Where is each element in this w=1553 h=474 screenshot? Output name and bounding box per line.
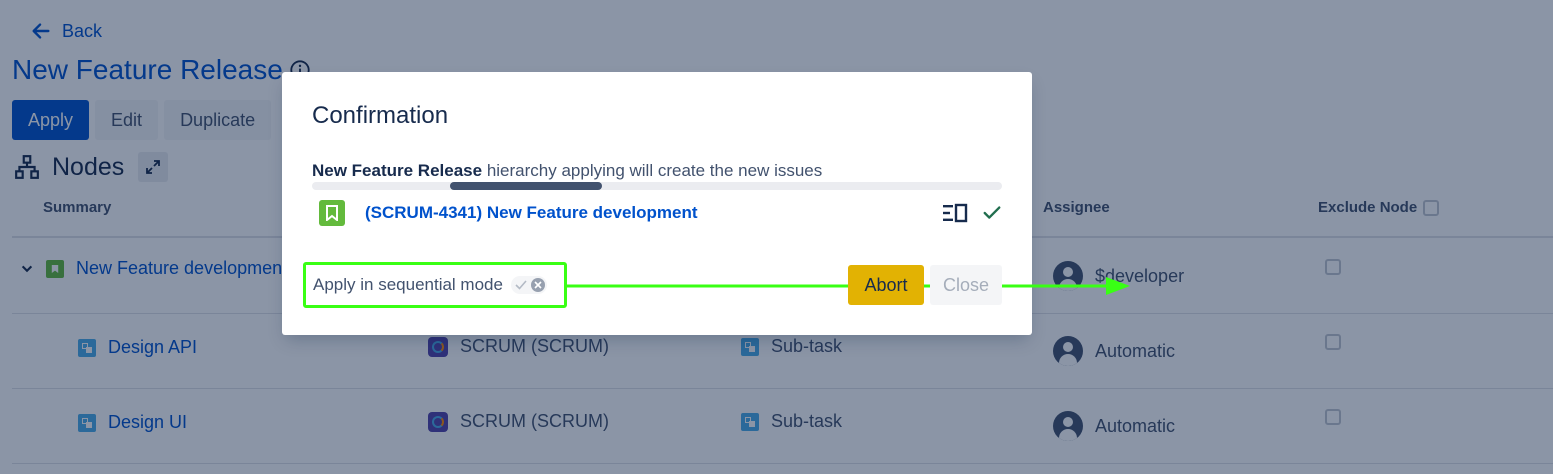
row-assignee-text: Automatic: [1095, 340, 1176, 361]
sequential-mode-toggle[interactable]: [510, 276, 547, 294]
user-avatar-icon: [1053, 411, 1083, 441]
duplicate-button[interactable]: Duplicate: [164, 100, 272, 140]
sequential-mode-highlight: Apply in sequential mode: [303, 262, 567, 308]
toggle-cross-icon: [530, 278, 545, 292]
row-type: Sub-task: [741, 411, 842, 432]
back-link-label: Back: [62, 20, 103, 41]
row-assignee: Automatic: [1053, 411, 1175, 441]
row-project: SCRUM (SCRUM): [428, 411, 609, 432]
details-panel-icon[interactable]: [942, 202, 968, 224]
page-title-text: New Feature Release: [12, 54, 283, 85]
issue-link[interactable]: (SCRUM-4341) New Feature development: [365, 203, 698, 222]
column-header-exclude-node-label: Exclude Node: [1318, 199, 1418, 216]
row-divider: [12, 388, 1553, 389]
user-avatar-icon: [1053, 336, 1083, 366]
row-divider: [12, 463, 1553, 464]
apply-button[interactable]: Apply: [12, 100, 90, 140]
exclude-node-checkbox[interactable]: [1325, 334, 1341, 350]
row-summary-link[interactable]: Design API: [108, 337, 198, 357]
row-assignee: Automatic: [1053, 336, 1175, 366]
dialog-title: Confirmation: [312, 102, 449, 129]
bookmark-icon: [46, 259, 64, 278]
exclude-node-checkbox[interactable]: [1325, 409, 1341, 425]
bookmark-icon: [319, 200, 345, 226]
subtask-icon: [741, 412, 759, 431]
check-icon: [515, 280, 527, 290]
row-project-text: SCRUM (SCRUM): [460, 336, 609, 356]
issue-actions: [942, 202, 1002, 224]
exclude-node-checkbox[interactable]: [1325, 259, 1341, 275]
nodes-heading: Nodes: [14, 152, 169, 182]
column-header-exclude-node: Exclude Node: [1318, 199, 1440, 216]
project-icon: [428, 336, 448, 357]
page-title: New Feature Release: [12, 54, 311, 86]
annotation-arrow: [566, 277, 1130, 295]
table-row: New Feature developmen: [20, 258, 282, 279]
subtask-icon: [78, 413, 96, 432]
close-button[interactable]: Close: [930, 265, 1002, 305]
abort-button[interactable]: Abort: [848, 265, 924, 305]
confirmation-dialog: Confirmation New Feature Release hierarc…: [282, 72, 1130, 335]
expand-button[interactable]: [138, 152, 169, 182]
progress-bar-fill: [450, 182, 602, 190]
subtask-icon: [78, 338, 96, 357]
dialog-description-template: New Feature Release: [312, 161, 483, 180]
column-header-summary: Summary: [43, 199, 112, 216]
row-summary-link[interactable]: New Feature developmen: [76, 258, 283, 278]
row-type-text: Sub-task: [771, 336, 843, 356]
check-icon: [983, 206, 1001, 219]
row-type-text: Sub-task: [771, 411, 843, 431]
sequential-mode-label: Apply in sequential mode: [313, 275, 503, 294]
column-header-assignee: Assignee: [1043, 199, 1110, 216]
chevron-down-icon[interactable]: [20, 262, 34, 276]
row-project-text: SCRUM (SCRUM): [460, 411, 609, 431]
exclude-all-checkbox[interactable]: [1423, 199, 1440, 216]
dialog-description: New Feature Release hierarchy applying w…: [312, 161, 822, 181]
row-assignee-text: $developer: [1095, 265, 1185, 286]
arrow-left-icon: [32, 23, 50, 39]
issue-row: (SCRUM-4341) New Feature development: [319, 200, 1002, 226]
project-icon: [428, 411, 448, 432]
row-project: SCRUM (SCRUM): [428, 336, 609, 357]
row-type: Sub-task: [741, 336, 842, 357]
progress-bar: [312, 182, 1002, 190]
row-summary-link[interactable]: Design UI: [108, 412, 188, 432]
expand-icon: [146, 160, 161, 174]
table-row: Design UI: [78, 412, 187, 433]
action-buttons: Apply Edit Duplicate: [12, 100, 272, 140]
row-assignee-text: Automatic: [1095, 415, 1176, 436]
edit-button[interactable]: Edit: [95, 100, 159, 140]
back-link[interactable]: Back: [30, 20, 102, 42]
dialog-description-text: hierarchy applying will create the new i…: [482, 161, 823, 180]
subtask-icon: [741, 337, 759, 356]
nodes-heading-text: Nodes: [52, 152, 125, 181]
table-row: Design API: [78, 337, 197, 358]
hierarchy-icon: [15, 155, 39, 179]
